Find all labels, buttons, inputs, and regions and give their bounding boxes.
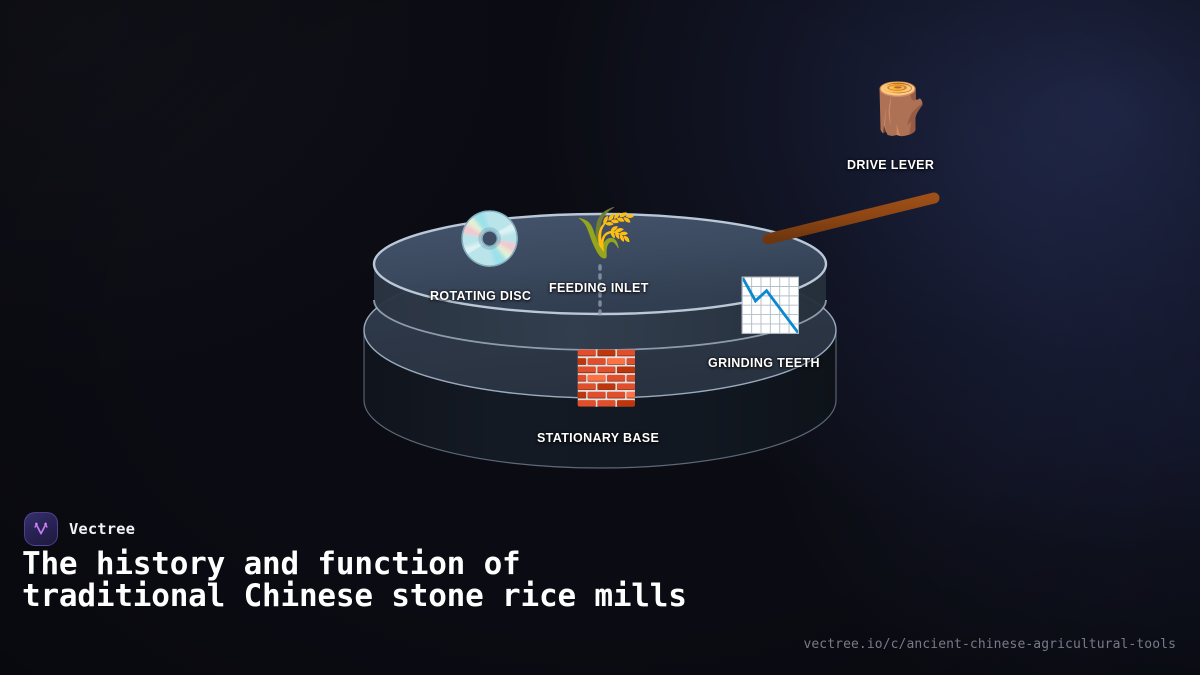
label-stationary-base: STATIONARY BASE — [537, 431, 660, 445]
label-rotating-disc: ROTATING DISC — [430, 289, 532, 303]
chart-decreasing-icon: 📉 — [738, 276, 803, 336]
site-url: vectree.io/c/ancient-chinese-agricultura… — [803, 637, 1176, 652]
drive-lever-arm — [762, 86, 940, 245]
stone-rice-mill-diagram: 💿 🌾 📉 🧱 🪵 ROTATING DISC FEEDING INLET GR… — [363, 80, 940, 469]
diagram-canvas — [363, 86, 940, 469]
rotating-disc-shape — [372, 212, 828, 351]
label-drive-lever: DRIVE LEVER — [847, 158, 935, 172]
page-title: The history and function of traditional … — [22, 546, 687, 615]
brand-row: Vectree — [24, 512, 135, 546]
brick-wall-icon: 🧱 — [574, 349, 639, 409]
brand-name: Vectree — [69, 520, 136, 538]
footer-bar: Vectree The history and function of trad… — [0, 490, 1200, 675]
label-feeding-inlet: FEEDING INLET — [549, 281, 649, 295]
vectree-v-logo-icon — [24, 512, 58, 546]
label-grinding-teeth: GRINDING TEETH — [708, 356, 820, 370]
rice-sheaf-icon: 🌾 — [575, 204, 638, 262]
wood-log-icon: 🪵 — [868, 80, 931, 138]
grey-disc-icon: 💿 — [456, 207, 524, 270]
